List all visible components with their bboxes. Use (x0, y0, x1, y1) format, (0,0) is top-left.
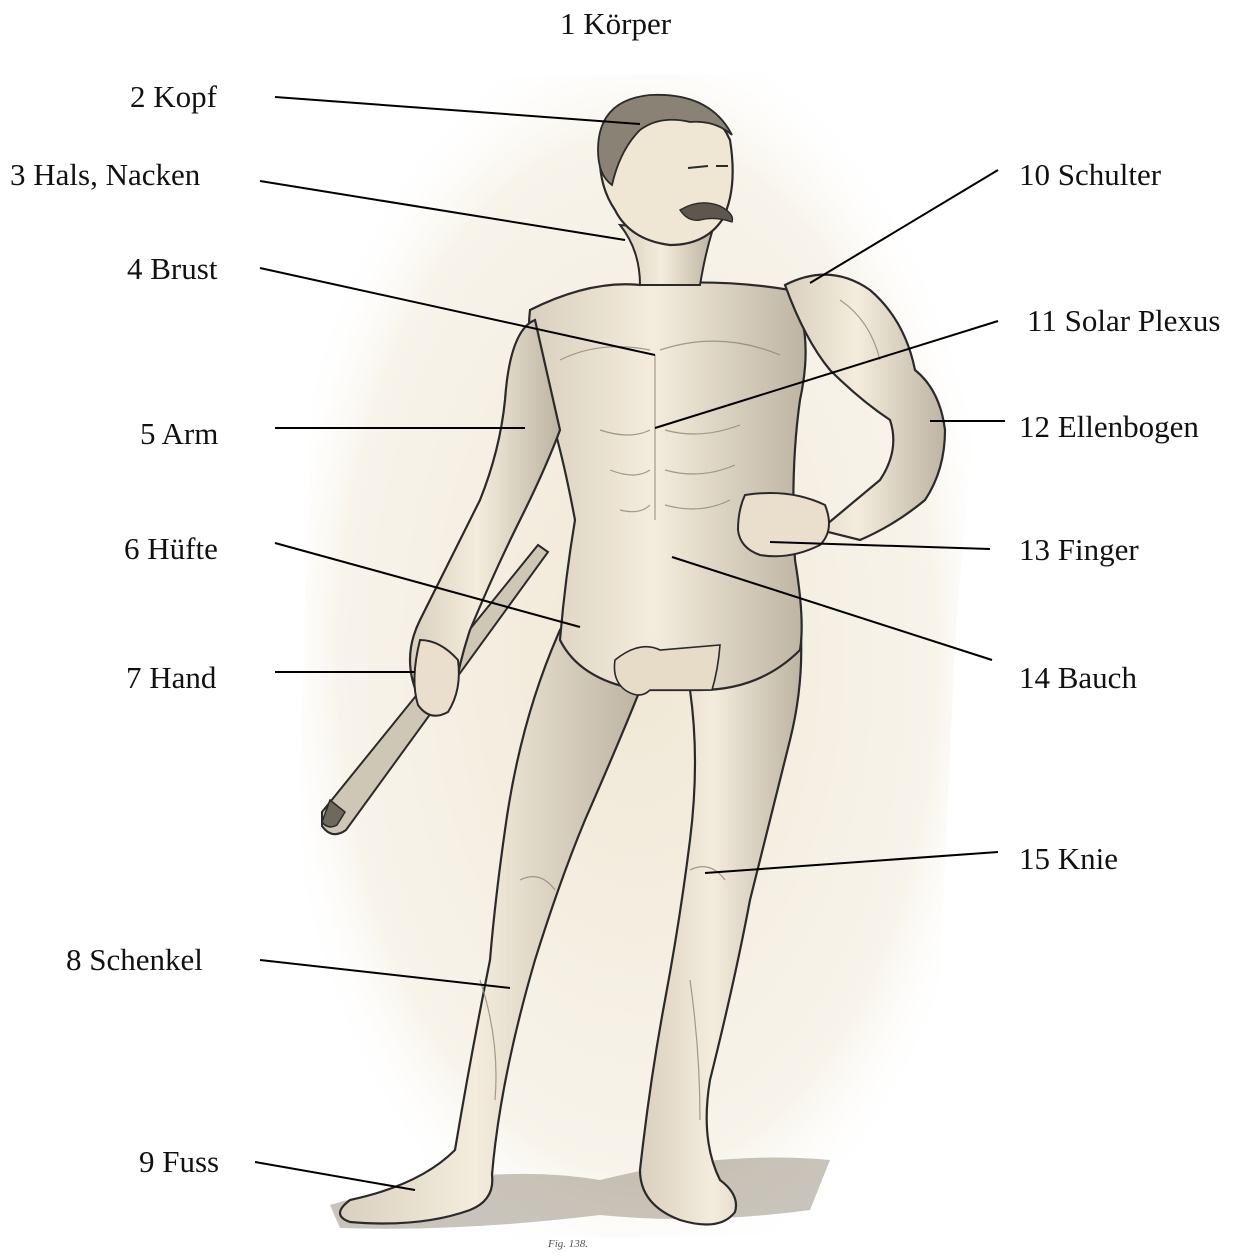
figure-caption: Fig. 138. (548, 1238, 588, 1250)
label-knie: 15 Knie (1019, 843, 1118, 874)
label-fuss: 9 Fuss (139, 1146, 219, 1177)
label-schulter: 10 Schulter (1019, 159, 1161, 190)
label-schenkel: 8 Schenkel (66, 944, 203, 975)
label-hals-nacken: 3 Hals, Nacken (10, 159, 200, 190)
label-kopf: 2 Kopf (130, 81, 217, 112)
label-arm: 5 Arm (140, 418, 218, 449)
title-label: 1 Körper (560, 8, 671, 39)
label-solar-plexus: 11 Solar Plexus (1027, 305, 1220, 336)
label-finger: 13 Finger (1019, 534, 1139, 565)
label-ellenbogen: 12 Ellenbogen (1019, 411, 1199, 442)
right-hand (738, 493, 829, 556)
loincloth (614, 645, 720, 695)
torso (529, 282, 806, 690)
label-hand: 7 Hand (126, 662, 216, 693)
label-brust: 4 Brust (127, 253, 217, 284)
label-bauch: 14 Bauch (1019, 662, 1137, 693)
label-huefte: 6 Hüfte (124, 533, 218, 564)
